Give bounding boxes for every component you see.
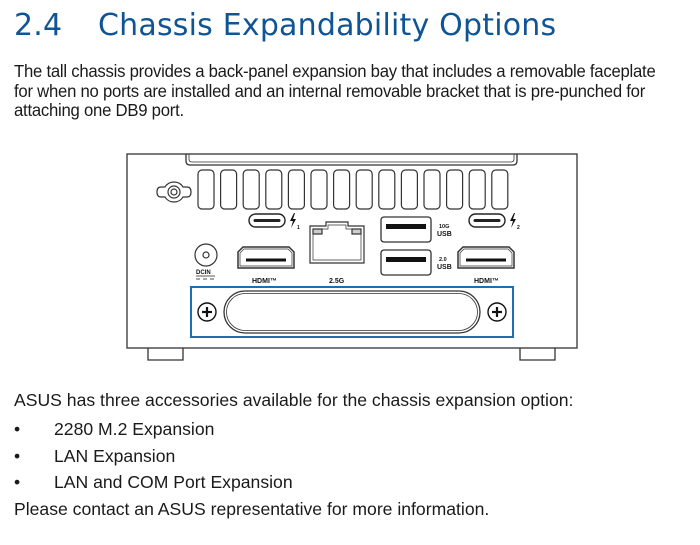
intro-paragraph: The tall chassis provides a back-panel e…	[14, 61, 656, 121]
list-item: • 2280 M.2 Expansion	[14, 419, 293, 446]
dc-in-port	[194, 243, 218, 267]
usb-bottom-label: USB	[437, 264, 452, 271]
vent-slot	[310, 169, 328, 210]
chassis-top-tab	[185, 154, 518, 166]
bullet: •	[14, 445, 21, 466]
screw-icon	[197, 302, 217, 322]
usb-top-speed: 10G	[439, 224, 449, 230]
list-item: • LAN and COM Port Expansion	[14, 472, 293, 499]
bullet: •	[14, 472, 21, 492]
dc-in-label: DCIN	[196, 270, 211, 276]
dc-symbol-icon	[196, 275, 215, 280]
usb-port-2-0	[380, 249, 432, 276]
section-number: 2.4	[14, 8, 63, 43]
thunderbolt-2-index: 2	[517, 225, 520, 231]
chassis-foot-right	[519, 348, 556, 361]
kensington-lock-icon	[156, 181, 192, 203]
closing-text: Please contact an ASUS representative fo…	[14, 499, 490, 519]
expansion-faceplate	[223, 290, 481, 334]
list-item-label: LAN and COM Port Expansion	[54, 472, 293, 492]
screw-icon	[487, 302, 507, 322]
list-item-label: 2280 M.2 Expansion	[54, 419, 215, 439]
chassis-foot-left	[147, 348, 184, 361]
list-item-label: LAN Expansion	[54, 445, 176, 466]
vent-slot	[242, 169, 260, 210]
vent-slot	[446, 169, 464, 210]
usb-port-10g	[380, 216, 432, 243]
hdmi-port-right	[457, 246, 515, 269]
hdmi-port-left	[237, 246, 295, 269]
vent-slot	[468, 169, 486, 210]
list-item: • LAN Expansion	[14, 446, 293, 473]
vent-slot	[197, 169, 215, 210]
accessories-lead: ASUS has three accessories available for…	[14, 390, 574, 410]
hdmi-right-label: HDMI™	[474, 278, 499, 285]
vent-slot	[491, 169, 509, 210]
vent-slot	[355, 169, 373, 210]
lan-label: 2.5G	[329, 278, 345, 285]
usb-top-label: USB	[437, 231, 452, 238]
thunderbolt-icon	[290, 213, 296, 228]
vent-slot	[220, 169, 238, 210]
vent-slot	[423, 169, 441, 210]
section-title: Chassis Expandability Options	[98, 8, 557, 43]
section-heading: 2.4 Chassis Expandability Options	[14, 8, 556, 43]
thunderbolt-port-1	[248, 213, 286, 228]
vent-slot	[287, 169, 305, 210]
vent-slot	[333, 169, 351, 210]
vent-slot	[400, 169, 418, 210]
vent-slot	[378, 169, 396, 210]
hdmi-left-label: HDMI™	[252, 278, 277, 285]
usb-bottom-speed: 2.0	[439, 257, 447, 263]
lan-port	[309, 221, 365, 264]
expansion-bay-highlight	[190, 286, 514, 338]
vent-slot	[265, 169, 283, 210]
accessories-list: • 2280 M.2 Expansion • LAN Expansion • LAN …	[14, 419, 293, 499]
thunderbolt-1-index: 1	[297, 225, 300, 231]
vent-grille	[197, 169, 509, 210]
bullet: •	[14, 419, 21, 439]
thunderbolt-icon	[510, 213, 516, 228]
thunderbolt-port-2	[468, 213, 506, 228]
chassis-outline	[126, 153, 578, 349]
